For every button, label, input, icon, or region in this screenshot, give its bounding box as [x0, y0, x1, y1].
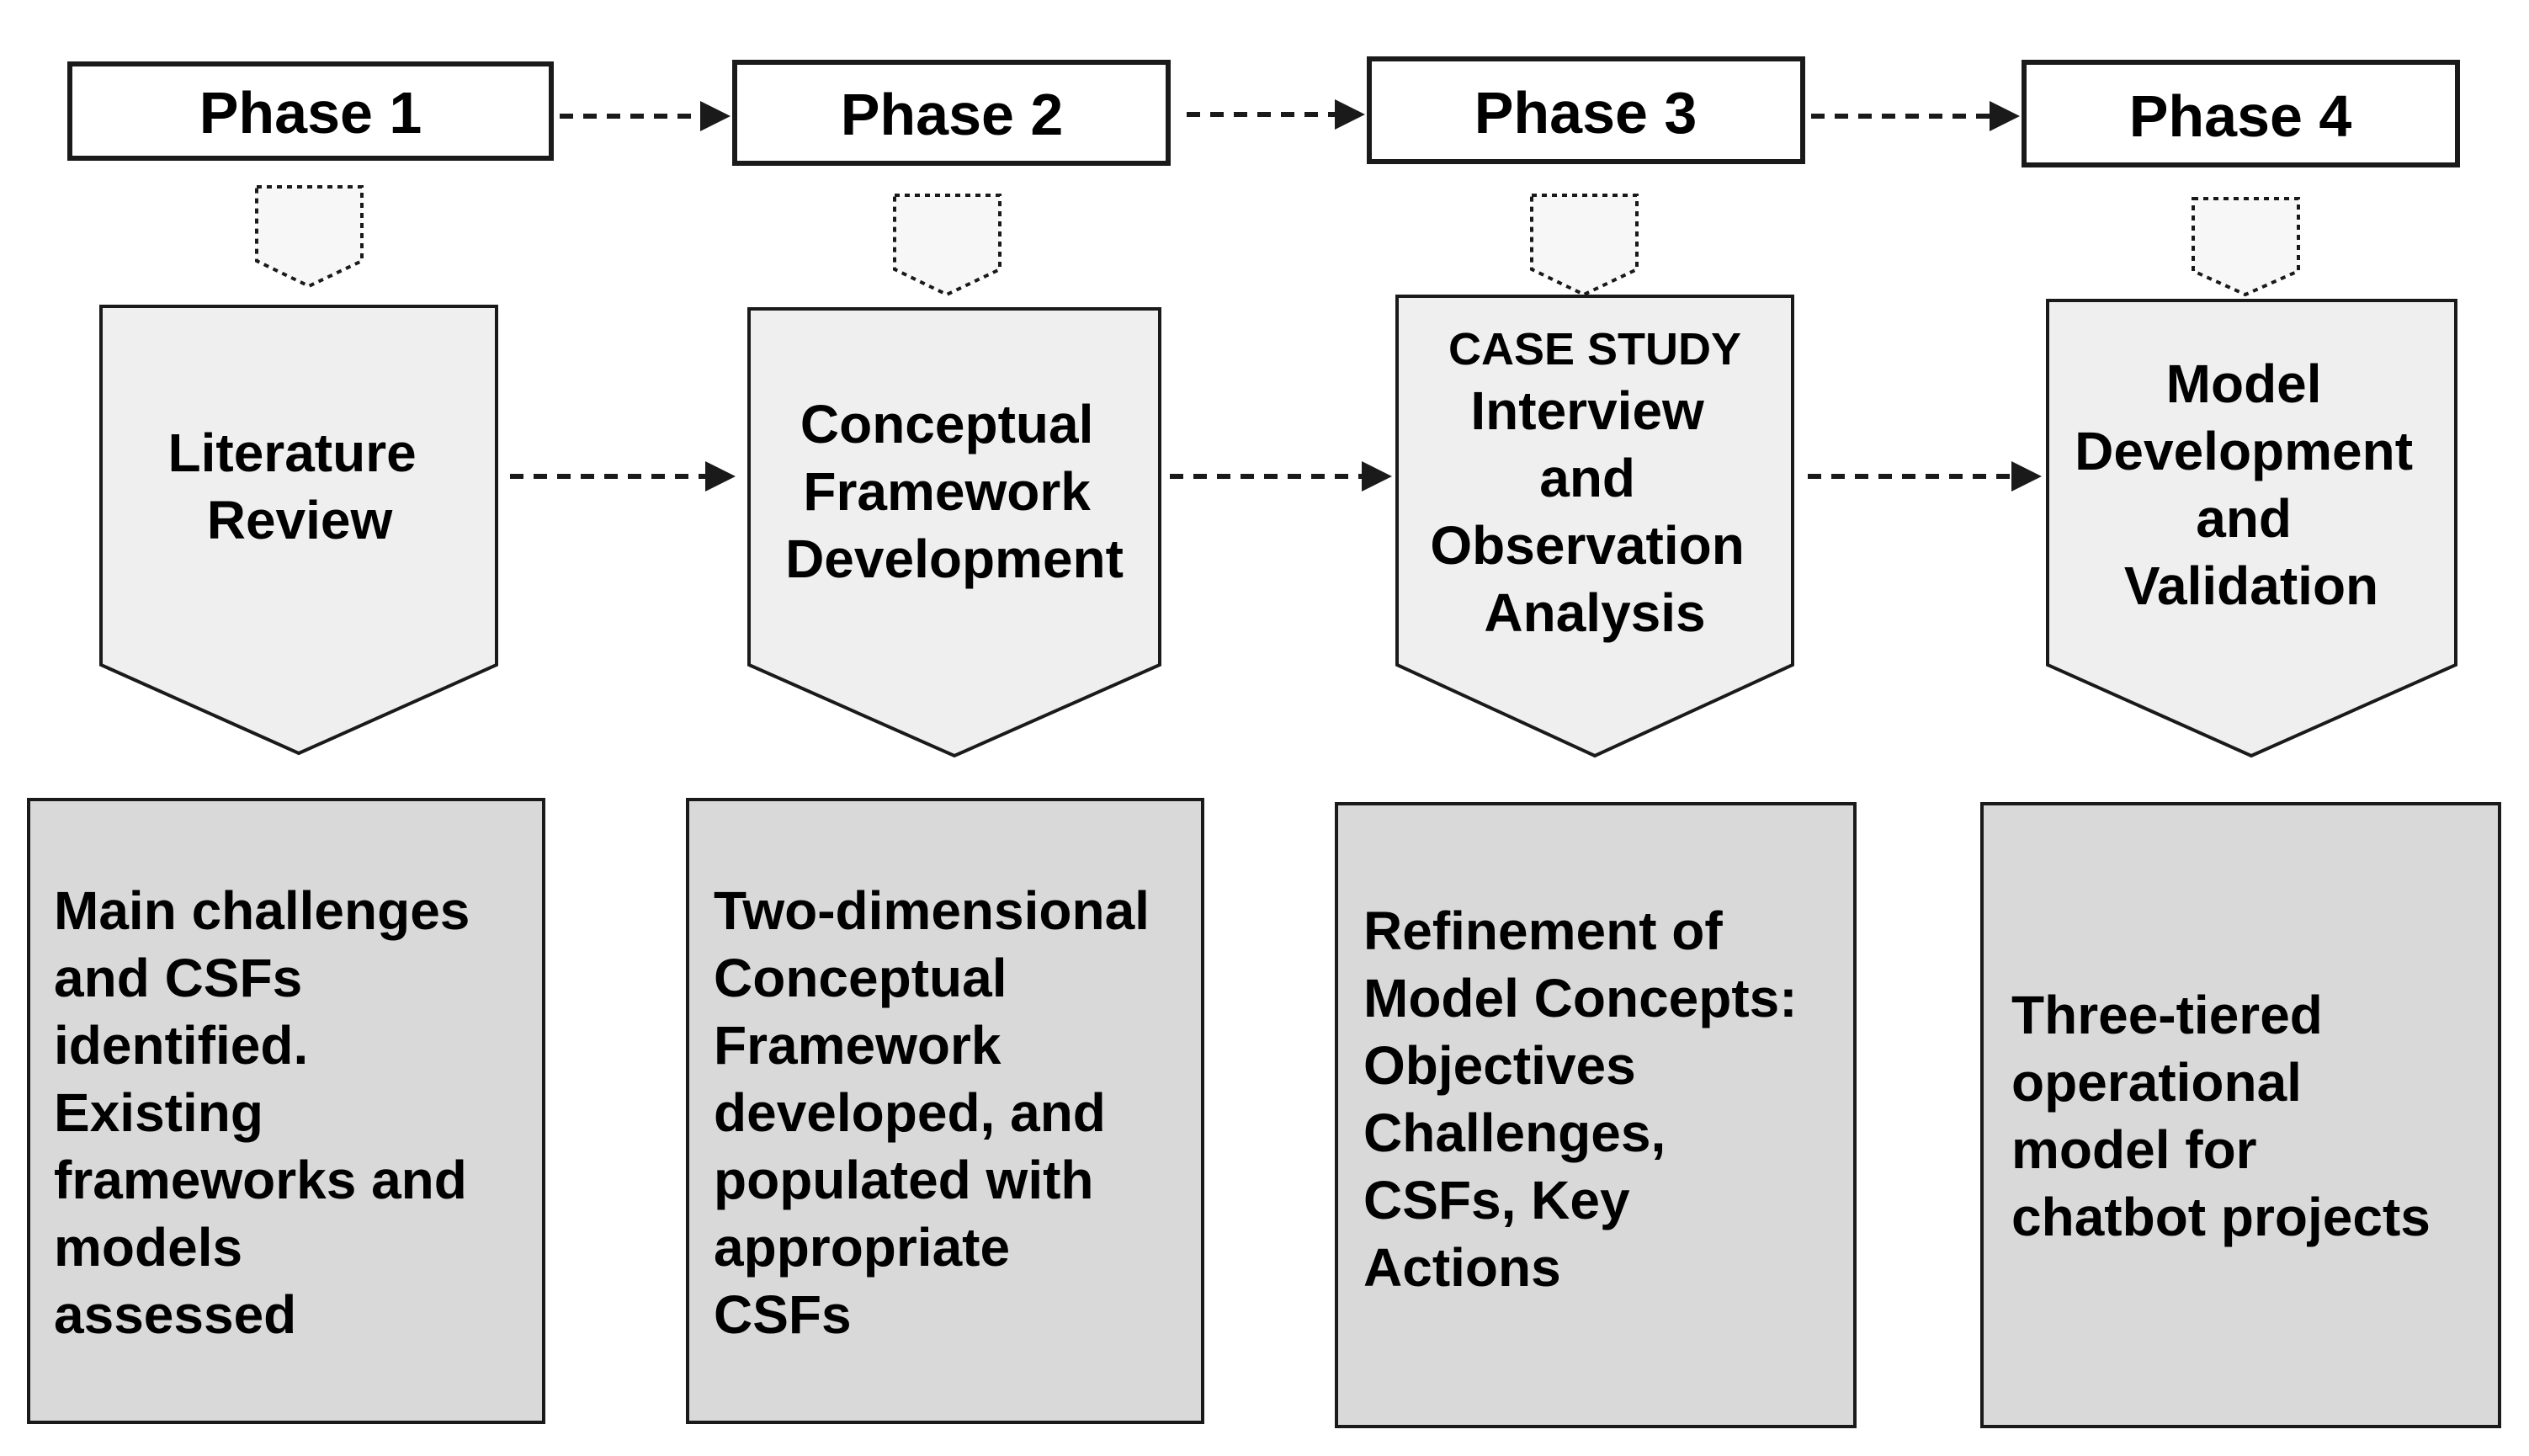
- phase-4-label: Phase 4: [2129, 83, 2352, 149]
- svg-text:Conceptual Framework: Conceptual Framework Development: [785, 394, 1124, 589]
- phase-1-step-line: Literature: [168, 422, 417, 483]
- phase-2-outcome-line: developed, and: [714, 1082, 1106, 1143]
- svg-text:Model Development: Model Development and Validation: [2075, 353, 2428, 616]
- phase-2-outcome-line: Conceptual: [714, 948, 1007, 1008]
- phase-1-outcome-line: and CSFs: [54, 948, 302, 1008]
- phase-4-step-line: Development: [2075, 421, 2413, 481]
- svg-text:Refinement of Model Co: Refinement of Model Concepts: Objectives…: [1363, 901, 1812, 1298]
- phase-2-box: Phase 2: [732, 60, 1171, 166]
- phase-3-down-connector: [1530, 194, 1639, 297]
- phase-4-outcome-box: Three-tiered operational model for chatb…: [1980, 802, 2501, 1428]
- phase-3-box: Phase 3: [1367, 56, 1805, 164]
- svg-text:Three-tiered operation: Three-tiered operational model for chatb…: [2011, 985, 2431, 1247]
- phase-1-label: Phase 1: [199, 80, 422, 146]
- phase-4-outcome-line: operational: [2011, 1052, 2302, 1113]
- phase-3-column: Phase 3 CASE STUDY Interview and Observa…: [1335, 56, 1857, 1428]
- phase-3-outcome-line: Actions: [1363, 1237, 1561, 1298]
- svg-text:Interview and: Interview and Observation Analysis: [1430, 380, 1759, 643]
- phase-1-step-shape: Literature Review: [99, 305, 498, 756]
- phase-2-column: Phase 2 Conceptual Framework Development…: [686, 60, 1204, 1424]
- phase-1-box: Phase 1: [67, 61, 554, 161]
- phase-3-step-line: Interview: [1470, 380, 1704, 441]
- phase-1-step-line: Review: [207, 490, 393, 550]
- phase-2-step-line: Framework: [803, 461, 1091, 522]
- phase-3-outcome-box: Refinement of Model Concepts: Objectives…: [1335, 802, 1857, 1428]
- phase-2-outcome-line: populated with: [714, 1150, 1094, 1210]
- svg-text:Main challenges and CS: Main challenges and CSFs identified. Exi…: [54, 880, 485, 1345]
- phase-1-down-connector: [255, 185, 364, 289]
- phase-2-step-line: Conceptual: [800, 394, 1093, 454]
- phase-2-down-connector: [893, 194, 1002, 297]
- phase-3-step-line: Observation: [1430, 515, 1744, 576]
- phase-3-label: Phase 3: [1474, 80, 1698, 146]
- phase-4-outcome-line: Three-tiered: [2011, 985, 2323, 1045]
- phase-2-outcome-line: appropriate: [714, 1217, 1010, 1278]
- phase-4-column: Phase 4 Model Development and Validation…: [1980, 60, 2501, 1428]
- phase-2-outcome-line: Two-dimensional: [714, 880, 1150, 941]
- phase-1-outcome-line: assessed: [54, 1284, 296, 1345]
- phase-1-column: Phase 1 Literature Review Main challenge…: [27, 61, 554, 1424]
- phase-2-step-line: Development: [785, 529, 1124, 589]
- phase-3-outcome-line: Model Concepts:: [1363, 968, 1798, 1028]
- svg-text:Two-dimensional Concep: Two-dimensional Conceptual Framework dev…: [714, 880, 1165, 1345]
- phase-3-step-line: and: [1539, 448, 1635, 508]
- phase-4-box: Phase 4: [2022, 60, 2460, 167]
- phase-2-step-shape: Conceptual Framework Development: [747, 307, 1161, 758]
- phase-4-step-line: Model: [2166, 353, 2322, 414]
- phase-4-outcome-line: model for: [2011, 1119, 2257, 1180]
- phase-4-down-connector: [2192, 197, 2300, 297]
- phase-1-outcome-box: Main challenges and CSFs identified. Exi…: [27, 798, 545, 1424]
- phase-2-outcome-line: Framework: [714, 1015, 1002, 1076]
- phase-3-step-line: Analysis: [1484, 582, 1705, 643]
- phase-4-step-line: Validation: [2124, 555, 2378, 616]
- phase-1-outcome-line: models: [54, 1217, 242, 1278]
- phase-1-outcome-line: frameworks and: [54, 1150, 467, 1210]
- phase-4-step-line: and: [2196, 488, 2292, 549]
- phase-arrows: [560, 99, 2020, 131]
- phase-2-outcome-box: Two-dimensional Conceptual Framework dev…: [686, 798, 1204, 1424]
- svg-text:Literature Review: Literature Review: [168, 422, 432, 550]
- phase-3-outcome-line: Challenges,: [1363, 1103, 1666, 1163]
- phase-3-step-heading: CASE STUDY: [1448, 324, 1741, 375]
- phase-4-step-shape: Model Development and Validation: [2046, 299, 2457, 758]
- phase-1-outcome-line: Main challenges: [54, 880, 470, 941]
- phase-1-outcome-line: identified.: [54, 1015, 308, 1076]
- phase-3-outcome-line: CSFs, Key: [1363, 1170, 1630, 1230]
- phase-3-step-shape: CASE STUDY Interview and Observation Ana…: [1395, 295, 1794, 758]
- phase-1-outcome-line: Existing: [54, 1082, 263, 1143]
- phase-2-outcome-line: CSFs: [714, 1284, 852, 1345]
- phase-2-label: Phase 2: [841, 82, 1064, 147]
- phase-4-outcome-line: chatbot projects: [2011, 1187, 2431, 1247]
- phase-3-outcome-line: Objectives: [1363, 1035, 1636, 1096]
- phase-3-outcome-line: Refinement of: [1363, 901, 1723, 961]
